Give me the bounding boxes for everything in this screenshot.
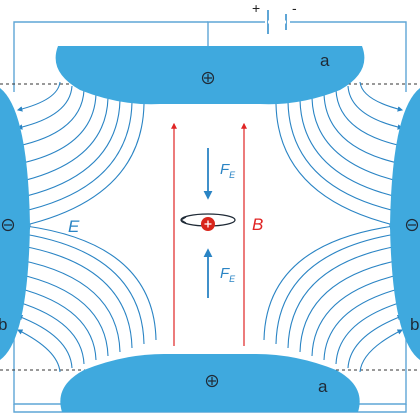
battery-negative-label: - xyxy=(292,0,297,16)
plus-symbol-top xyxy=(201,71,215,85)
minus-symbol-right xyxy=(405,218,419,232)
right-electrode-label: b xyxy=(410,315,419,334)
battery-positive-label: + xyxy=(252,0,260,16)
top-electrode-label: a xyxy=(320,51,330,70)
magnetic-field-lines xyxy=(171,122,247,346)
field-lines-bottom-left xyxy=(16,223,157,373)
force-label-top: FE xyxy=(220,161,236,180)
right-electrode xyxy=(390,88,420,360)
field-lines-top-left xyxy=(16,81,145,228)
electric-field-label: E xyxy=(68,217,80,236)
particle-plus-icon xyxy=(204,220,212,228)
orbit-arrow-icon xyxy=(180,216,187,224)
force-label-bottom: FE xyxy=(220,265,236,284)
left-electrode xyxy=(0,88,30,360)
left-electrode-label: b xyxy=(0,315,7,334)
bottom-electrode-label: a xyxy=(318,377,328,396)
top-electrode xyxy=(55,46,365,105)
battery-symbol xyxy=(267,10,287,34)
field-lines-bottom-right xyxy=(263,223,404,373)
minus-symbol-left xyxy=(1,218,15,232)
plus-symbol-bottom xyxy=(205,374,219,388)
field-lines-top-right xyxy=(275,81,404,228)
bottom-electrode xyxy=(60,354,360,412)
magnetic-field-label: B xyxy=(252,215,263,234)
